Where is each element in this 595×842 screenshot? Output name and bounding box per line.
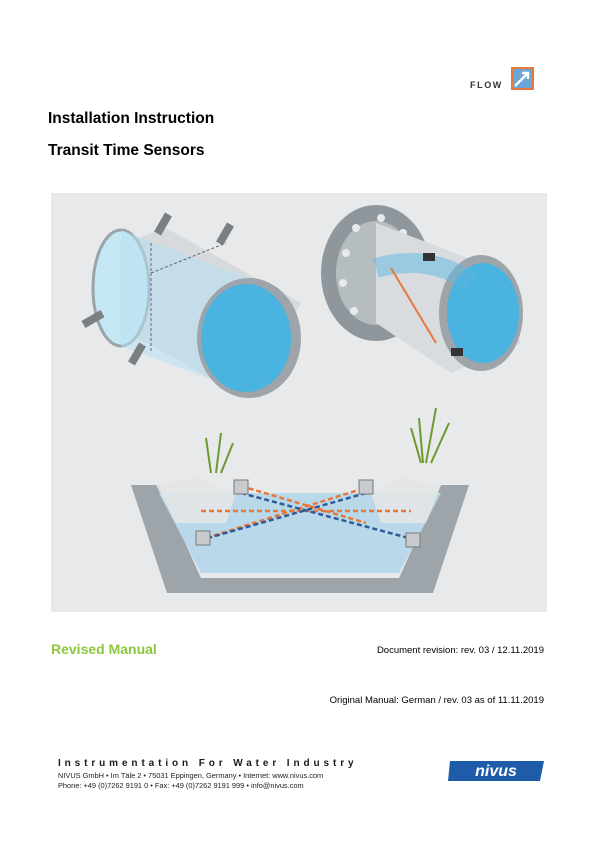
cover-illustration <box>51 193 547 612</box>
title-line-1: Installation Instruction <box>48 110 215 127</box>
flow-arrow-icon <box>511 67 534 90</box>
nivus-logo: nivus <box>448 761 544 781</box>
revised-manual-label: Revised Manual <box>51 641 157 657</box>
angled-pipe-illustration <box>81 212 301 398</box>
footer-address: NIVUS GmbH • Im Täle 2 • 75031 Eppingen,… <box>58 771 324 780</box>
nivus-logo-text: nivus <box>475 763 517 780</box>
footer-contact: Phone: +49 (0)7262 9191 0 • Fax: +49 (0)… <box>58 781 304 790</box>
title-line-2: Transit Time Sensors <box>48 142 205 159</box>
footer-heading: Instrumentation For Water Industry <box>58 758 358 769</box>
document-revision: Document revision: rev. 03 / 12.11.2019 <box>376 645 544 656</box>
channel-illustration <box>131 407 469 593</box>
flow-label: FLOW <box>470 80 503 90</box>
original-manual: Original Manual: German / rev. 03 as of … <box>329 695 544 706</box>
flanged-pipe-illustration <box>321 205 523 373</box>
